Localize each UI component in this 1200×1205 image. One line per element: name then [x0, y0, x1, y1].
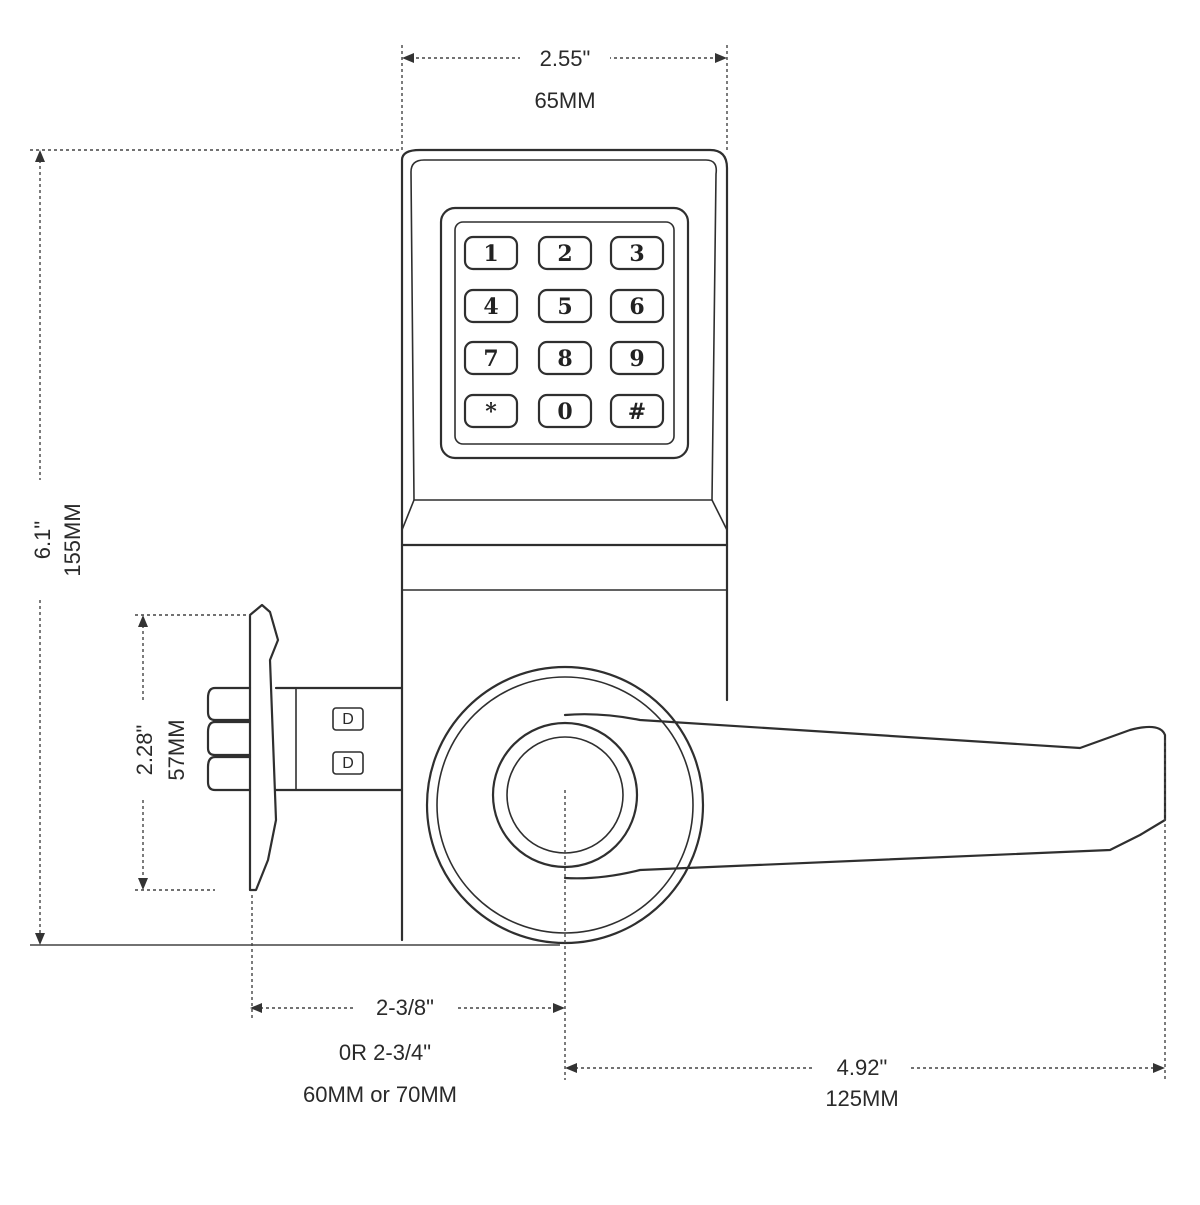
dim-height: 6.1" 155MM — [30, 149, 560, 946]
rose-inner — [436, 676, 694, 934]
dim-backset-label-bg — [355, 992, 455, 1020]
key-outline — [463, 288, 519, 324]
key-label: 9 — [629, 346, 644, 372]
dim-width: 2.55" 65MM — [401, 44, 728, 150]
key-8: 8 — [537, 340, 593, 376]
key-outline — [463, 340, 519, 376]
dim-backset-inches: 2-3/8" — [376, 995, 434, 1020]
dim-backset-arrow-right — [553, 1003, 565, 1013]
key-label: * — [485, 399, 497, 425]
key-outline — [463, 393, 519, 429]
key-outline — [609, 235, 665, 271]
dim-lever-mm: 125MM — [825, 1086, 898, 1111]
key-outline — [537, 340, 593, 376]
dim-width-mm: 65MM — [534, 88, 595, 113]
latch-label-top: D — [342, 711, 354, 728]
faceplate — [248, 603, 280, 892]
key-label: 0 — [557, 399, 572, 425]
key-outline — [609, 393, 665, 429]
key-label: 6 — [629, 294, 644, 320]
dim-height-mm: 155MM — [60, 503, 85, 576]
latch-slot-top — [332, 707, 364, 731]
lever-cap-outer — [491, 721, 639, 869]
dim-rose: 2.28" 57MM — [132, 614, 250, 891]
dim-backset-arrow-left — [250, 1003, 262, 1013]
dim-rose-mm: 57MM — [164, 719, 189, 780]
keypad-housing-bevel — [410, 159, 718, 501]
key-label: 5 — [557, 294, 572, 320]
keypad-housing — [400, 148, 729, 547]
housing-chin — [401, 499, 728, 546]
key-3: 3 — [609, 235, 665, 271]
lever-assembly — [425, 665, 1167, 945]
dim-lever-arrow-right — [1153, 1063, 1165, 1073]
key-0: 0 — [537, 393, 593, 429]
key-5: 5 — [537, 288, 593, 324]
key-outline — [537, 235, 593, 271]
dim-backset-alt: 0R 2-3/4" — [339, 1040, 431, 1065]
key-hash: # — [609, 393, 665, 429]
key-9: 9 — [609, 340, 665, 376]
keypad-panel — [454, 221, 675, 445]
dim-lever-label-bg — [815, 1052, 910, 1080]
dim-width-label-bg — [520, 44, 610, 72]
lock-body — [400, 148, 729, 942]
key-star: * — [463, 393, 519, 429]
key-label: 8 — [557, 346, 572, 372]
key-7: 7 — [463, 340, 519, 376]
key-label: 7 — [483, 346, 498, 372]
key-label: 2 — [557, 241, 572, 267]
key-label: 3 — [629, 241, 644, 267]
key-label: 4 — [483, 294, 498, 320]
dim-rose-inches: 2.28" — [132, 725, 157, 776]
keypad: 1 2 3 4 5 6 7 8 9 * 0 # — [439, 206, 690, 460]
lever-cap-inner — [506, 736, 624, 854]
dim-height-inches: 6.1" — [30, 521, 55, 559]
dim-rose-arrow-bottom — [138, 878, 148, 890]
key-outline — [537, 393, 593, 429]
key-outline — [463, 235, 519, 271]
dim-lever-arrow-left — [565, 1063, 577, 1073]
latch-slot-bottom — [332, 751, 364, 775]
key-label: 1 — [483, 241, 498, 267]
latch-label-bottom: D — [342, 755, 354, 772]
latch-assembly: D D — [206, 603, 404, 892]
dim-width-arrow-left — [402, 53, 414, 63]
lower-body — [400, 543, 729, 942]
key-1: 1 — [463, 235, 519, 271]
keypad-keys: 1 2 3 4 5 6 7 8 9 * 0 # — [463, 235, 665, 429]
key-6: 6 — [609, 288, 665, 324]
dim-backset: 2-3/8" 0R 2-3/4" 60MM or 70MM — [250, 895, 565, 1107]
key-2: 2 — [537, 235, 593, 271]
keypad-bezel — [439, 206, 690, 460]
dim-height-arrow-top — [35, 150, 45, 162]
latch-bolt — [206, 686, 252, 792]
dim-lever-inches: 4.92" — [837, 1055, 888, 1080]
dim-width-arrow-right — [715, 53, 727, 63]
key-label: # — [628, 399, 646, 425]
dim-backset-mm: 60MM or 70MM — [303, 1082, 457, 1107]
lever-handle — [563, 713, 1167, 880]
key-outline — [537, 288, 593, 324]
dim-height-arrow-bottom — [35, 933, 45, 945]
dim-width-inches: 2.55" — [540, 46, 591, 71]
dim-rose-arrow-top — [138, 615, 148, 627]
dim-lever: 4.92" 125MM — [565, 740, 1166, 1111]
key-outline — [609, 288, 665, 324]
key-outline — [609, 340, 665, 376]
key-4: 4 — [463, 288, 519, 324]
latch-tube — [274, 686, 404, 792]
